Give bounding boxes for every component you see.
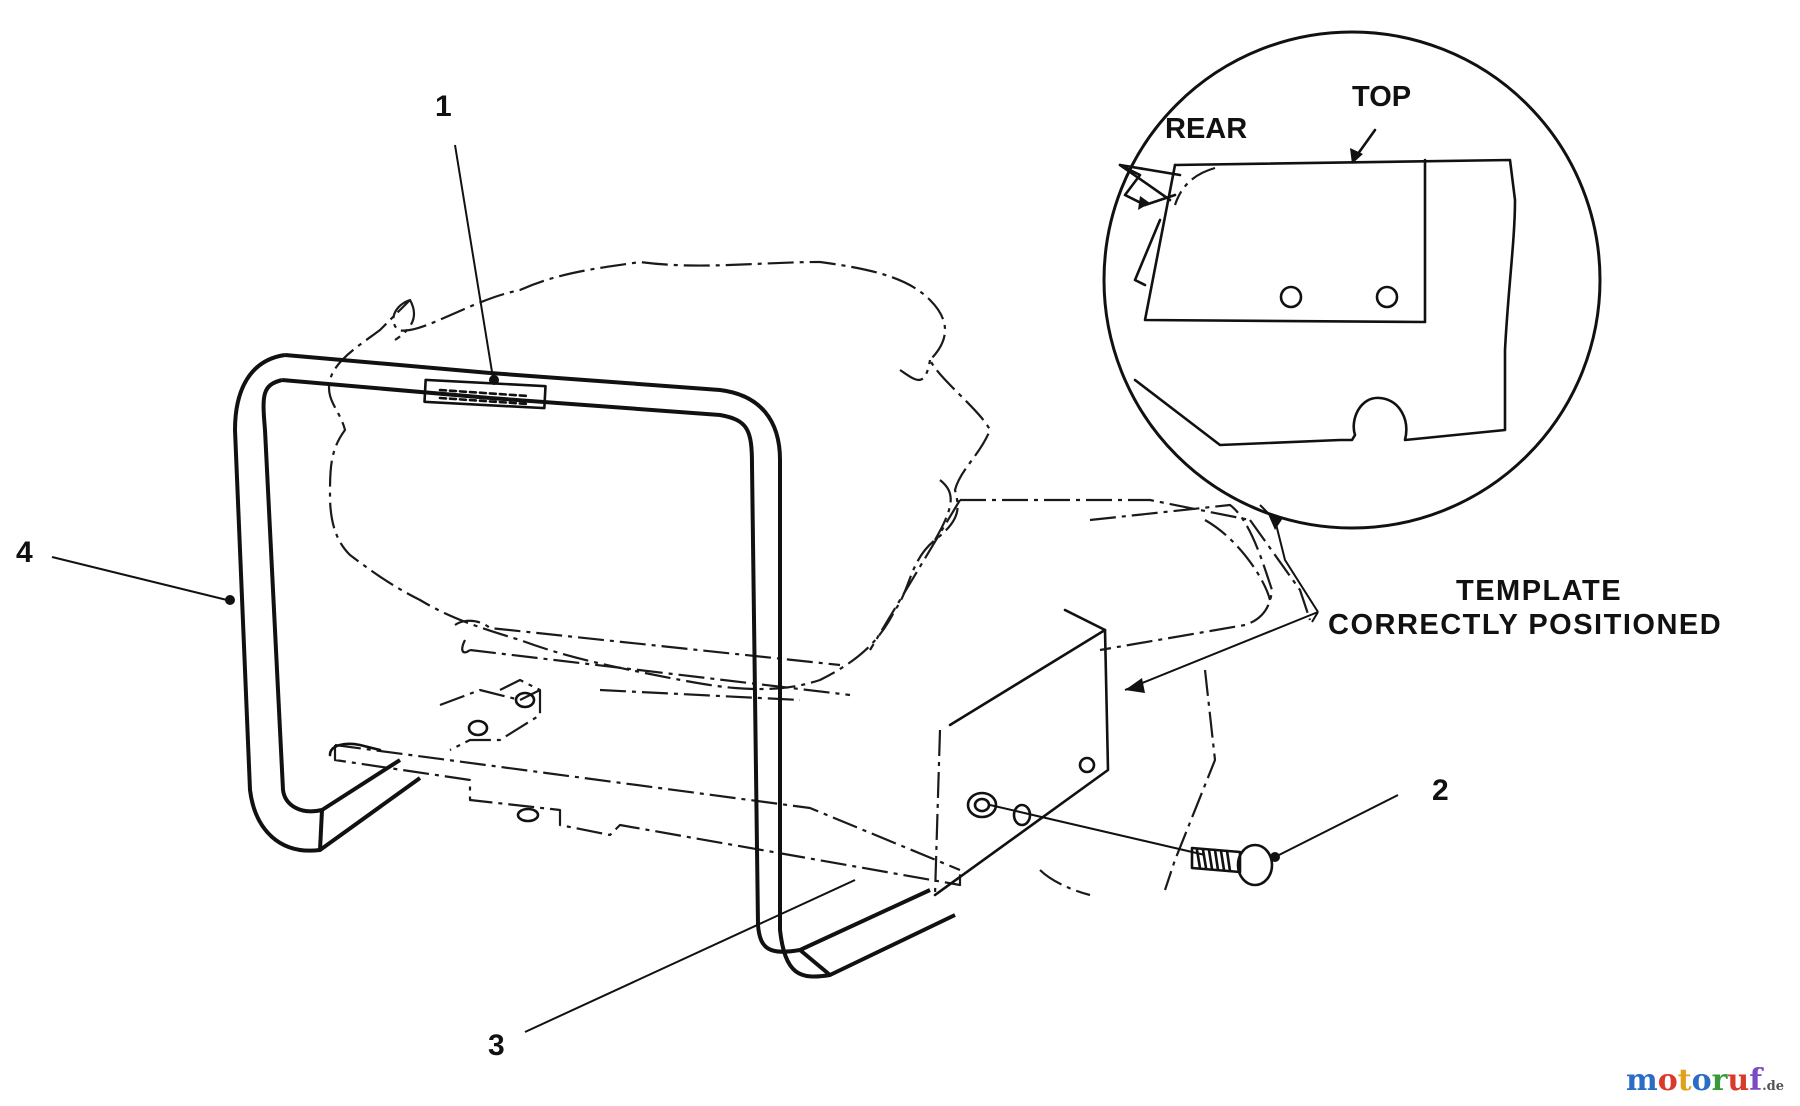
template-label-line2: CORRECTLY POSITIONED bbox=[1328, 609, 1722, 641]
detail-top-label: TOP bbox=[1352, 81, 1411, 113]
callout-number-4: 4 bbox=[16, 536, 33, 569]
watermark-letter: o bbox=[1691, 1063, 1712, 1098]
watermark-letter: f bbox=[1749, 1063, 1763, 1098]
watermark-suffix: .de bbox=[1762, 1079, 1784, 1094]
callout-number-3: 3 bbox=[488, 1029, 505, 1062]
detail-view: REAR TOP bbox=[1102, 30, 1602, 530]
bolt-assembly bbox=[966, 791, 1274, 887]
mounting-template bbox=[933, 503, 1274, 897]
watermark-logo: motoruf.de bbox=[1626, 1063, 1784, 1098]
callout-number-2: 2 bbox=[1432, 774, 1449, 807]
watermark-letter: m bbox=[1625, 1063, 1658, 1098]
watermark-letters: motoruf bbox=[1626, 1063, 1762, 1098]
callout-leaders bbox=[51, 144, 1399, 1033]
watermark-letter: r bbox=[1711, 1063, 1728, 1098]
bracket-holes bbox=[449, 678, 542, 823]
watermark-letter: u bbox=[1727, 1063, 1750, 1098]
engine-outline bbox=[327, 260, 992, 691]
template-label-line1: TEMPLATE bbox=[1456, 575, 1622, 607]
carrying-frame bbox=[233, 353, 956, 979]
watermark-letter: t bbox=[1677, 1063, 1692, 1098]
callout-number-1: 1 bbox=[435, 90, 452, 123]
watermark-letter: o bbox=[1657, 1063, 1678, 1098]
engine-base-plate bbox=[333, 498, 1312, 887]
detail-rear-label: REAR bbox=[1165, 113, 1247, 145]
template-arrows bbox=[1124, 504, 1319, 693]
